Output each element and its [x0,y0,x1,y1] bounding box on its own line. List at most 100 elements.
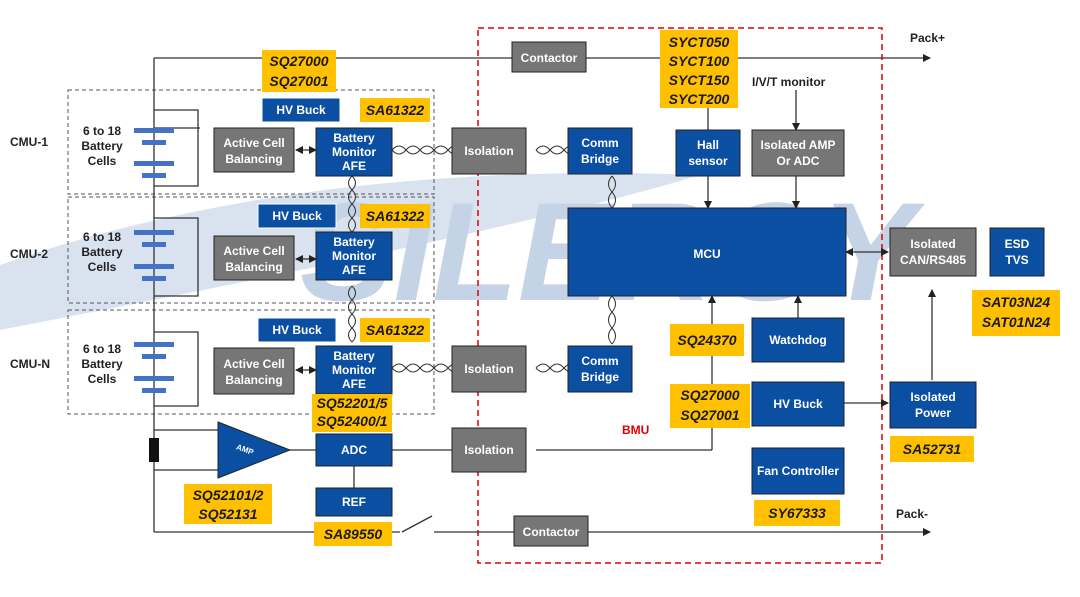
isolated-power-block: Isolated Power [889,381,977,429]
amp-block: AMP [217,421,292,479]
part-sq24370: SQ24370 [670,324,744,356]
svg-text:Battery: Battery [333,349,375,363]
svg-text:Battery: Battery [81,245,123,259]
contactor-top: Contactor [511,41,587,73]
svg-text:Battery: Battery [333,131,375,145]
svg-text:REF: REF [342,495,366,509]
hv-buck-cmu-2: HV Buck [257,203,337,229]
isolated-amp-adc-block: Isolated AMP Or ADC [751,129,845,177]
part-sq52101-sq52131: SQ52101/2 SQ52131 [184,484,272,524]
cmu-2-label: CMU-2 [10,247,48,261]
svg-text:Cells: Cells [88,260,117,274]
svg-text:Hall: Hall [697,138,719,152]
svg-text:Balancing: Balancing [225,152,282,166]
bmu-frame [477,27,883,564]
bmu-label: BMU [622,423,649,437]
battery-monitor-afe-cmu-1: Battery Monitor AFE [315,127,393,177]
cells-label-cmu-1: 6 to 18 Battery Cells [81,124,123,168]
part-syct-series: SYCT050 SYCT100 SYCT150 SYCT200 [660,30,738,108]
svg-text:SQ27001: SQ27001 [680,407,739,423]
shunt-resistor [149,438,159,462]
svg-text:HV Buck: HV Buck [272,209,322,223]
svg-text:Isolated: Isolated [910,237,955,251]
svg-text:6 to 18: 6 to 18 [83,342,121,356]
battery-monitor-afe-cmu-n: Battery Monitor AFE [315,345,393,395]
svg-text:Fan Controller: Fan Controller [757,464,839,478]
svg-text:SQ24370: SQ24370 [677,332,736,348]
svg-text:Bridge: Bridge [581,152,619,166]
active-cell-balancing-cmu-n: Active Cell Balancing [213,347,295,395]
svg-text:Watchdog: Watchdog [769,333,827,347]
svg-text:Isolated: Isolated [910,390,955,404]
ref-block: REF [315,487,393,517]
svg-text:Power: Power [915,406,951,420]
svg-text:Monitor: Monitor [332,145,376,159]
svg-text:SQ52201/5: SQ52201/5 [317,395,388,411]
cmu-n-label: CMU-N [10,357,50,371]
svg-text:Battery: Battery [81,357,123,371]
svg-text:Or ADC: Or ADC [777,154,820,168]
active-cell-balancing-cmu-2: Active Cell Balancing [213,235,295,281]
battery-cells-cmu-2 [134,230,174,281]
svg-text:Isolation: Isolation [464,443,513,457]
battery-monitor-afe-cmu-2: Battery Monitor AFE [315,231,393,281]
svg-text:SQ27000: SQ27000 [680,387,739,403]
svg-text:Cells: Cells [88,372,117,386]
svg-text:CAN/RS485: CAN/RS485 [900,253,966,267]
svg-text:Active Cell: Active Cell [223,357,284,371]
part-sq52201-sq52400: SQ52201/5 SQ52400/1 [312,394,392,432]
svg-text:Cells: Cells [88,154,117,168]
svg-text:SQ27000: SQ27000 [269,53,328,69]
svg-text:Isolation: Isolation [464,144,513,158]
part-sa52731: SA52731 [890,436,974,462]
svg-text:SA89550: SA89550 [324,526,383,542]
svg-text:SA61322: SA61322 [366,102,425,118]
svg-text:SYCT150: SYCT150 [669,72,730,88]
svg-text:Monitor: Monitor [332,249,376,263]
cmu-1-frame [67,89,435,195]
svg-text:6 to 18: 6 to 18 [83,124,121,138]
svg-text:Battery: Battery [333,235,375,249]
hv-buck-cmu-n: HV Buck [257,317,337,343]
svg-text:HV Buck: HV Buck [773,397,823,411]
svg-text:Active Cell: Active Cell [223,136,284,150]
svg-text:AFE: AFE [342,159,366,173]
svg-text:SA61322: SA61322 [366,208,425,224]
svg-text:sensor: sensor [688,154,728,168]
svg-text:Battery: Battery [81,139,123,153]
svg-text:Contactor: Contactor [523,525,580,539]
svg-text:SQ52101/2: SQ52101/2 [193,487,264,503]
svg-text:MCU: MCU [693,247,720,261]
battery-cells-cmu-1 [134,128,174,178]
svg-text:6 to 18: 6 to 18 [83,230,121,244]
battery-cells-cmu-n [134,342,174,393]
comm-bridge-bottom: Comm Bridge [567,345,633,393]
part-sa61322-cmu-2: SA61322 [360,204,430,228]
contactor-bottom: Contactor [513,515,589,547]
adc-block: ADC [315,433,393,467]
part-sa61322-cmu-n: SA61322 [360,318,430,342]
svg-text:HV Buck: HV Buck [272,323,322,337]
isolation-middle: Isolation [451,345,527,393]
cells-label-cmu-2: 6 to 18 Battery Cells [81,230,123,274]
svg-text:SA61322: SA61322 [366,322,425,338]
svg-text:SYCT100: SYCT100 [669,53,730,69]
svg-text:HV Buck: HV Buck [276,103,326,117]
cmu-1-label: CMU-1 [10,135,48,149]
svg-text:TVS: TVS [1005,253,1028,267]
pack-minus-label: Pack- [896,507,928,521]
svg-text:SA52731: SA52731 [903,441,962,457]
svg-text:SYCT200: SYCT200 [669,91,730,107]
part-sa61322-cmu-1: SA61322 [360,98,430,122]
svg-text:SQ52400/1: SQ52400/1 [317,413,388,429]
cmu-n-frame [67,309,435,415]
svg-text:Isolation: Isolation [464,362,513,376]
comm-bridge-top: Comm Bridge [567,127,633,175]
watchdog-block: Watchdog [751,317,845,363]
svg-text:Balancing: Balancing [225,373,282,387]
svg-text:AFE: AFE [342,377,366,391]
svg-text:SAT03N24: SAT03N24 [982,294,1050,310]
cells-label-cmu-n: 6 to 18 Battery Cells [81,342,123,386]
active-cell-balancing-cmu-1: Active Cell Balancing [213,127,295,173]
